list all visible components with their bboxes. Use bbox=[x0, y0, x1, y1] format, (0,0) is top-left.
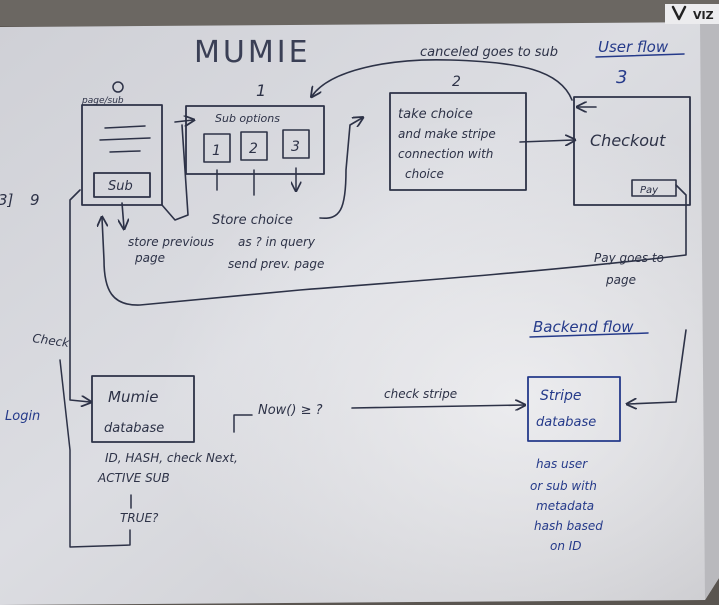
sub-options-title: Sub options bbox=[215, 112, 280, 125]
mumie-fields-line-1: ID, HASH, check Next, bbox=[105, 451, 238, 465]
option-2-box bbox=[240, 131, 268, 161]
left-number: 9 bbox=[30, 191, 40, 209]
option-1-box bbox=[203, 133, 231, 163]
store-previous-line-2: page bbox=[134, 251, 165, 265]
top-rail bbox=[0, 0, 719, 26]
sub-button-sketch bbox=[93, 172, 151, 198]
true-label: TRUE? bbox=[120, 511, 159, 525]
mumie-db-line-1: Mumie bbox=[108, 388, 158, 406]
checkout-title: Checkout bbox=[590, 131, 666, 150]
take-choice-line-1: take choice bbox=[398, 107, 473, 122]
store-choice-line-1: Store choice bbox=[212, 213, 293, 228]
stripe-db-line-1: Stripe bbox=[540, 388, 582, 404]
left-bracket: 3] bbox=[0, 191, 14, 209]
mumie-fields-line-2: ACTIVE SUB bbox=[97, 471, 170, 485]
pay-goes-line-1: Pay goes to bbox=[594, 251, 664, 265]
checkout-box: Checkout Pay bbox=[573, 96, 691, 206]
stripe-note-line-3: metadata bbox=[536, 499, 594, 513]
step-1-number: 1 bbox=[256, 81, 266, 100]
take-choice-line-3: connection with bbox=[398, 147, 493, 161]
store-choice-line-3: send prev. page bbox=[228, 257, 324, 271]
backend-flow-label: Backend flow bbox=[533, 318, 634, 336]
take-choice-line-2: and make stripe bbox=[398, 127, 496, 141]
take-choice-line-4: choice bbox=[405, 167, 444, 181]
step-2-number: 2 bbox=[452, 74, 461, 90]
diagram-title: MUMIE bbox=[194, 35, 311, 70]
take-choice-box: take choice and make stripe connection w… bbox=[389, 92, 527, 191]
stripe-note-line-5: on ID bbox=[550, 539, 582, 553]
store-previous-line-1: store previous bbox=[128, 235, 214, 249]
logo-text: VIZ bbox=[693, 9, 714, 22]
login-label: Login bbox=[5, 409, 40, 424]
mumie-db-line-2: database bbox=[104, 421, 164, 436]
stripe-note-line-2: or sub with bbox=[530, 479, 597, 493]
user-flow-number: 3 bbox=[616, 67, 627, 88]
page-box-header: page/sub bbox=[81, 96, 124, 106]
option-3-box bbox=[282, 129, 310, 159]
stripe-database-box: Stripe database bbox=[527, 376, 621, 442]
sub-options-box: Sub options 1 2 3 bbox=[185, 105, 325, 175]
logo-mark-icon bbox=[671, 5, 687, 21]
pay-button-sketch bbox=[631, 179, 677, 197]
stripe-note-line-4: hash based bbox=[534, 519, 603, 533]
store-choice-line-2: as ? in query bbox=[238, 235, 316, 249]
cancel-note: canceled goes to sub bbox=[420, 45, 558, 60]
option-3-label: 3 bbox=[291, 139, 300, 155]
check-label: Check bbox=[32, 331, 72, 350]
pay-goes-line-2: page bbox=[605, 273, 636, 287]
check-stripe-label: check stripe bbox=[384, 387, 457, 401]
stripe-db-line-2: database bbox=[536, 415, 596, 430]
option-2-label: 2 bbox=[249, 141, 258, 157]
user-flow-label: User flow bbox=[598, 38, 669, 56]
now-compare: Now() ≥ ? bbox=[258, 403, 323, 418]
mumie-database-box: Mumie database bbox=[91, 375, 195, 443]
option-1-label: 1 bbox=[212, 143, 221, 159]
sub-button-label: Sub bbox=[108, 179, 133, 194]
stripe-note-line-1: has user bbox=[536, 457, 588, 471]
pay-button-label: Pay bbox=[640, 185, 659, 196]
